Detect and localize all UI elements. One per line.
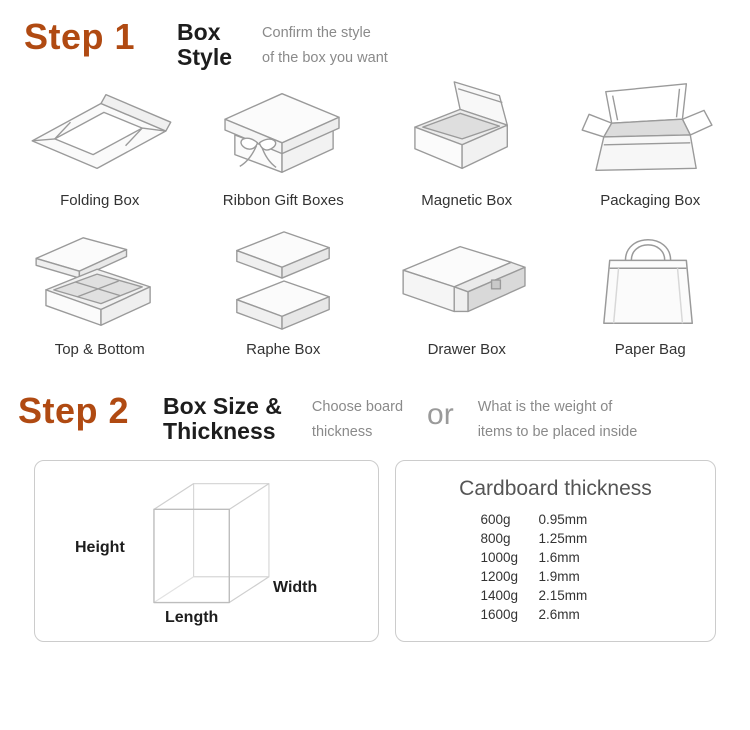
step2-title-line1: Box Size & (163, 392, 282, 419)
thickness-row: 1000g 1.6mm (480, 548, 630, 567)
thickness-value: 1.9mm (538, 568, 580, 584)
wireframe-box-diagram (153, 482, 270, 603)
step2-header: Step 2 Box Size & Thickness Choose board… (0, 368, 750, 448)
box-style-label: Folding Box (60, 191, 140, 209)
step2-option-a-line1: Choose board (311, 398, 404, 415)
step2-panels: Height Width Length Cardboard thickness … (0, 448, 750, 642)
box-style-label: Raphe Box (246, 340, 321, 358)
thickness-table: 600g 0.95mm 800g 1.25mm 1000g 1.6mm 1200… (480, 510, 630, 624)
or-connector: or (427, 397, 454, 431)
thickness-value: 1.6mm (538, 549, 580, 565)
step1-title-line1: Box (177, 19, 221, 45)
box-style-top-bottom: Top & Bottom (8, 225, 192, 358)
box-style-label: Packaging Box (600, 191, 701, 209)
box-style-folding-box: Folding Box (8, 76, 192, 209)
magnetic-box-icon (413, 80, 508, 169)
step1-description: Confirm the style of the box you want (262, 21, 388, 72)
box-size-panel: Height Width Length (34, 459, 379, 642)
weight-value: 1400g (480, 587, 519, 603)
step1-title-line2: Style (177, 43, 233, 70)
height-label: Height (75, 538, 125, 556)
step1-desc-line1: Confirm the style (262, 25, 371, 41)
step1-label: Step 1 (24, 16, 136, 57)
step2-title-line2: Thickness (163, 417, 276, 444)
box-style-label: Magnetic Box (421, 191, 513, 209)
weight-value: 600g (480, 511, 511, 527)
ribbon-gift-box-icon (224, 92, 340, 173)
box-style-label: Ribbon Gift Boxes (222, 191, 344, 209)
thickness-row: 1400g 2.15mm (480, 586, 630, 605)
packaging-box-icon (581, 82, 713, 171)
weight-value: 1000g (480, 549, 519, 565)
box-style-ribbon-gift-boxes: Ribbon Gift Boxes (192, 76, 376, 209)
weight-value: 1200g (480, 568, 519, 584)
box-style-drawer-box: Drawer Box (375, 225, 559, 358)
step2-option-a: Choose board thickness (312, 395, 403, 446)
thickness-value: 0.95mm (538, 511, 588, 527)
box-style-label: Top & Bottom (54, 340, 145, 358)
thickness-row: 800g 1.25mm (480, 529, 630, 548)
step2-title: Box Size & Thickness (163, 392, 282, 444)
step2-option-b-line2: items to be placed inside (477, 424, 638, 441)
step2-label: Step 2 (18, 389, 130, 431)
paper-bag-icon (603, 238, 694, 324)
thickness-value: 2.6mm (538, 606, 580, 622)
thickness-row: 600g 0.95mm (480, 510, 630, 529)
thickness-row: 1200g 1.9mm (480, 567, 630, 586)
box-style-raphe-box: Raphe Box (192, 225, 376, 358)
thickness-row: 1600g 2.6mm (480, 605, 630, 624)
thickness-value: 2.15mm (538, 587, 588, 603)
box-style-label: Paper Bag (614, 340, 686, 358)
step2-option-b: What is the weight of items to be placed… (478, 395, 638, 446)
box-style-paper-bag: Paper Bag (559, 225, 743, 358)
step1-desc-line2: of the box you want (262, 50, 388, 67)
cardboard-thickness-panel: Cardboard thickness 600g 0.95mm 800g 1.2… (394, 459, 716, 642)
thickness-value: 1.25mm (538, 530, 588, 546)
box-style-label: Drawer Box (427, 340, 506, 358)
step1-header: Step 1 Box Style Confirm the style of th… (0, 0, 750, 74)
step2-option-b-line1: What is the weight of (477, 398, 613, 415)
weight-value: 800g (480, 530, 511, 546)
box-style-magnetic-box: Magnetic Box (375, 76, 559, 209)
thickness-panel-title: Cardboard thickness (459, 476, 652, 500)
box-style-packaging-box: Packaging Box (559, 76, 743, 209)
length-label: Length (165, 608, 219, 626)
top-bottom-box-icon (35, 236, 151, 326)
weight-value: 1600g (480, 606, 519, 622)
step1-title: Box Style (177, 20, 232, 70)
folding-box-icon (31, 93, 172, 169)
drawer-box-icon (402, 245, 526, 312)
box-style-grid: Folding Box Ribbon Gift Boxes (0, 74, 750, 358)
step2-option-a-line2: thickness (311, 424, 373, 441)
raphe-box-icon (236, 230, 331, 330)
width-label: Width (273, 578, 318, 596)
